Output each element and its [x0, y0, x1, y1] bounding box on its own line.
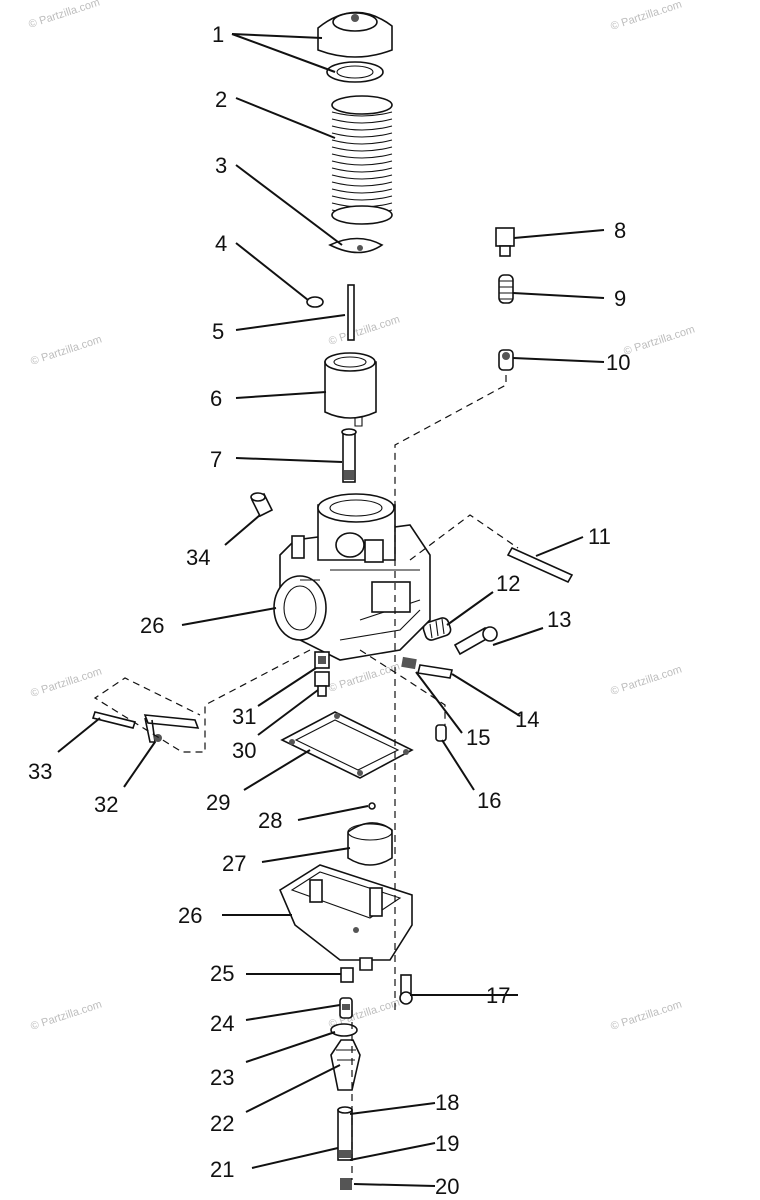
- watermark: © Partzilla.com: [29, 999, 103, 1033]
- callout-25: 25: [210, 961, 234, 986]
- callout-1: 1: [212, 22, 224, 47]
- watermark: © Partzilla.com: [327, 661, 401, 695]
- callout-34: 34: [186, 545, 210, 570]
- part-carburetor-body: [273, 493, 431, 661]
- callout-26-body: 26: [140, 613, 164, 638]
- part-13-screw: [453, 626, 498, 656]
- callout-labels: 1 2 3 4 5 6 7 8 9 10 11 12 13 14 15 16 1…: [28, 22, 630, 1199]
- part-17-drain-screw: [399, 974, 413, 1005]
- part-2-spring: [331, 95, 393, 225]
- callout-7: 7: [210, 447, 222, 472]
- part-26-float-bowl: [278, 864, 413, 971]
- part-32-bracket: [143, 714, 200, 743]
- watermark: © Partzilla.com: [609, 0, 683, 33]
- part-23-o-ring: [330, 1023, 358, 1037]
- callout-28: 28: [258, 808, 282, 833]
- watermark: © Partzilla.com: [29, 334, 103, 368]
- part-10-plunger: [498, 349, 514, 371]
- part-1-cap: [317, 11, 393, 83]
- leader-lines: [57, 33, 605, 1187]
- part-11-rod: [506, 546, 574, 584]
- assembly-lines: [93, 375, 519, 1180]
- callout-33: 33: [28, 759, 52, 784]
- callout-13: 13: [547, 607, 571, 632]
- part-30-jet: [314, 671, 330, 697]
- callout-27: 27: [222, 851, 246, 876]
- part-8-screw: [495, 227, 515, 257]
- callout-30: 30: [232, 738, 256, 763]
- callout-14: 14: [515, 707, 539, 732]
- callout-31: 31: [232, 704, 256, 729]
- watermark: © Partzilla.com: [327, 314, 401, 348]
- callout-11: 11: [588, 524, 611, 549]
- callout-17: 17: [486, 983, 510, 1008]
- callout-12: 12: [496, 571, 520, 596]
- part-29-gasket: [280, 711, 414, 779]
- part-21-tube: [337, 1106, 353, 1161]
- callout-5: 5: [212, 319, 224, 344]
- callout-10: 10: [606, 350, 630, 375]
- part-12-spring: [422, 617, 452, 641]
- part-20-jet: [340, 1178, 352, 1190]
- callout-4: 4: [215, 231, 227, 256]
- callout-15: 15: [466, 725, 490, 750]
- callout-2: 2: [215, 87, 227, 112]
- part-7-needle-jet: [341, 428, 357, 483]
- callout-9: 9: [614, 286, 626, 311]
- callout-3: 3: [215, 153, 227, 178]
- callout-29: 29: [206, 790, 230, 815]
- part-4-clip: [306, 296, 324, 308]
- watermark: © Partzilla.com: [609, 999, 683, 1033]
- part-3-plate: [328, 237, 384, 254]
- callout-18: 18: [435, 1090, 459, 1115]
- part-34-cap: [250, 492, 274, 518]
- callout-8: 8: [614, 218, 626, 243]
- callout-21: 21: [210, 1157, 234, 1182]
- part-14-pilot-screw: [401, 656, 453, 679]
- watermark: © Partzilla.com: [609, 664, 683, 698]
- watermark: © Partzilla.com: [29, 666, 103, 700]
- callout-19: 19: [435, 1131, 459, 1156]
- part-33-pin: [91, 711, 137, 729]
- callout-22: 22: [210, 1111, 234, 1136]
- callout-24: 24: [210, 1011, 234, 1036]
- callout-16: 16: [477, 788, 501, 813]
- callout-32: 32: [94, 792, 118, 817]
- watermark: © Partzilla.com: [622, 324, 696, 358]
- part-16-jet: [435, 724, 447, 742]
- part-31-jet: [314, 651, 330, 669]
- part-22-fitting: [330, 1039, 361, 1091]
- part-28-pin: [368, 802, 376, 810]
- callout-26-bowl: 26: [178, 903, 202, 928]
- part-25-jet: [340, 967, 354, 983]
- part-27-float: [347, 822, 393, 866]
- part-6-slide: [324, 352, 377, 427]
- part-24-jet: [339, 997, 353, 1019]
- callout-20: 20: [435, 1174, 459, 1199]
- part-5-needle: [347, 284, 355, 341]
- watermark: © Partzilla.com: [27, 0, 101, 31]
- callout-23: 23: [210, 1065, 234, 1090]
- part-9-spring: [498, 274, 514, 304]
- callout-6: 6: [210, 386, 222, 411]
